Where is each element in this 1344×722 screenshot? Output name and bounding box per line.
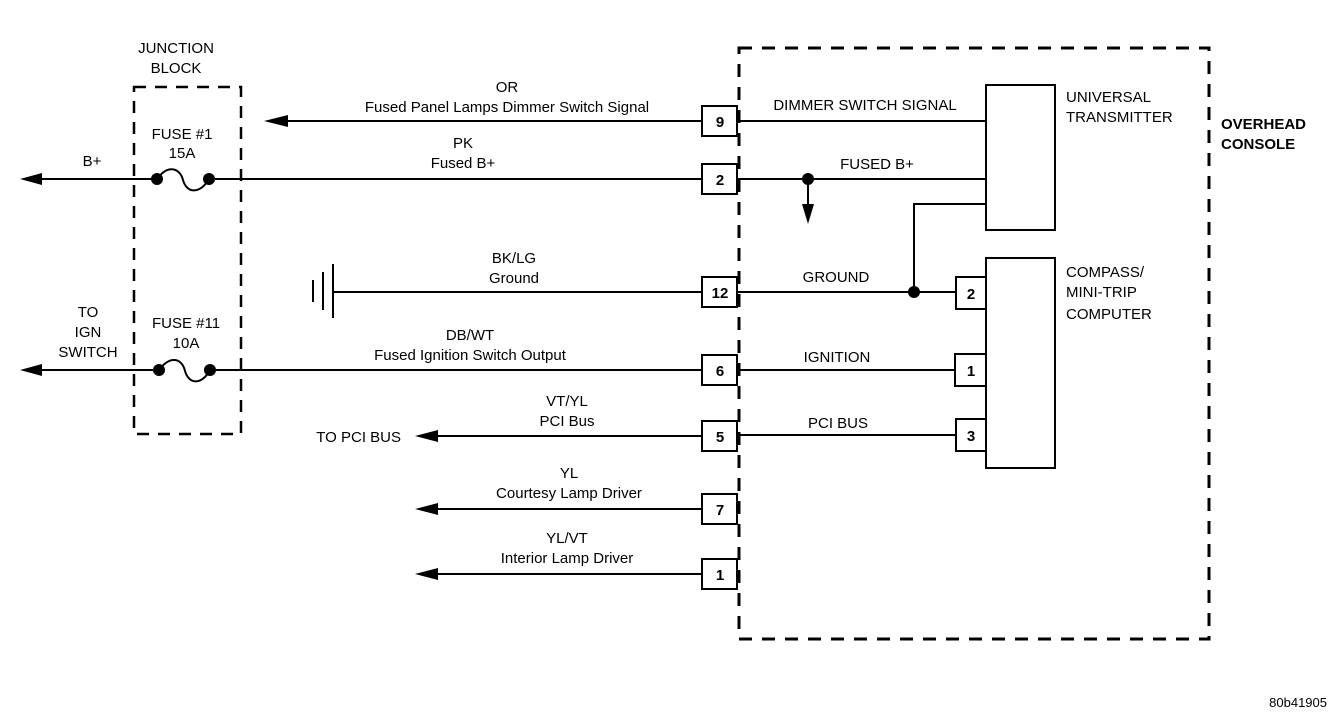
wire-description: Ground [489,270,539,287]
splice-dot [908,286,920,298]
junction-block-title-1: JUNCTION [138,40,214,57]
overhead-console: OVERHEAD CONSOLE UNIVERSAL TRANSMITTER C… [737,46,1306,641]
circuit-pin-9: OR Fused Panel Lamps Dimmer Switch Signa… [264,79,738,137]
pin-number: 12 [712,285,729,302]
internal-wire-ut-ground [913,203,986,292]
wire-description: Fused Ignition Switch Output [374,347,567,364]
compass-pin [955,276,987,310]
circuit-pin-7: YL Courtesy Lamp Driver 7 [415,465,738,525]
wire-description: Fused B+ [431,155,496,172]
compass-pin-number: 1 [967,363,975,380]
fuse-11-icon [153,359,216,383]
ign-switch-label-2: IGN [75,324,102,341]
wire-color-label: YL/VT [546,530,588,547]
compass-mini-trip-module [985,257,1056,469]
circuit-pin-5: TO PCI BUS VT/YL PCI Bus 5 [316,393,738,452]
compass-label-1: COMPASS/ [1066,264,1145,281]
fuse-1-icon [151,168,215,192]
wire-color-label: DB/WT [446,327,494,344]
junction-block-title-2: BLOCK [151,60,202,77]
arrow-left-icon [264,115,288,127]
figure-id: 80b41905 [1269,695,1327,710]
arrow-left-icon [415,503,438,515]
internal-fused-b-label: FUSED B+ [840,156,914,173]
wire-color-label: YL [560,465,578,482]
fuse-1-rating: 15A [169,145,196,162]
internal-ground-label: GROUND [803,269,870,286]
compass-label-3: COMPUTER [1066,306,1152,323]
compass-pin-number: 2 [967,286,975,303]
ign-switch-label-1: TO [78,304,99,321]
connector-pin [701,276,738,308]
overhead-console-boundary [737,46,1211,641]
arrow-left-icon [415,430,438,442]
compass-pin [955,418,987,452]
internal-dimmer-label: DIMMER SWITCH SIGNAL [773,97,956,114]
b-plus-label: B+ [83,153,102,170]
junction-block: JUNCTION BLOCK FUSE #1 15A FUSE #11 10A [132,40,243,436]
ign-switch-label-3: SWITCH [58,344,117,361]
pin-number: 5 [716,429,724,446]
junction-block-boundary [132,85,243,436]
overhead-console-title-1: OVERHEAD [1221,116,1306,133]
connector-pin [701,493,738,525]
universal-transmitter-module [985,84,1056,231]
compass-pin [954,353,987,387]
compass-pin-number: 3 [967,428,975,445]
internal-pci-bus-label: PCI BUS [808,415,868,432]
universal-transmitter-label-2: TRANSMITTER [1066,109,1173,126]
wire-color-label: VT/YL [546,393,588,410]
fuse-11-label: FUSE #11 [152,315,220,332]
arrow-down-icon [802,204,814,224]
ground-icon [312,264,334,318]
fuse-11-rating: 10A [173,335,200,352]
connector-pin [701,558,738,590]
wire-color-label: BK/LG [492,250,536,267]
arrow-left-icon [415,568,438,580]
circuit-pin-2: PK Fused B+ 2 [215,135,738,195]
arrow-left-icon [20,173,42,185]
wire-description: Interior Lamp Driver [501,550,634,567]
wire-description: PCI Bus [539,413,594,430]
wire-description: Fused Panel Lamps Dimmer Switch Signal [365,99,649,116]
pin-number: 7 [716,502,724,519]
universal-transmitter-label-1: UNIVERSAL [1066,89,1151,106]
wire-color-label: OR [496,79,519,96]
pin-number: 6 [716,363,724,380]
circuit-pin-6: DB/WT Fused Ignition Switch Output 6 [216,327,738,386]
pin-number: 1 [716,567,724,584]
pin-number: 9 [716,114,724,131]
wire-description: Courtesy Lamp Driver [496,485,642,502]
pin-number: 2 [716,172,724,189]
connector-pin [701,420,738,452]
circuit-pin-1: YL/VT Interior Lamp Driver 1 [415,530,738,590]
compass-label-2: MINI-TRIP [1066,284,1137,301]
connector-pin [701,354,738,386]
fuse-1-label: FUSE #1 [152,126,213,143]
to-pci-bus-label: TO PCI BUS [316,429,401,446]
circuit-pin-12: BK/LG Ground 12 [312,250,738,318]
internal-ignition-label: IGNITION [804,349,871,366]
arrow-left-icon [20,364,42,376]
connector-pin [701,105,738,137]
wire-color-label: PK [453,135,473,152]
overhead-console-title-2: CONSOLE [1221,136,1295,153]
